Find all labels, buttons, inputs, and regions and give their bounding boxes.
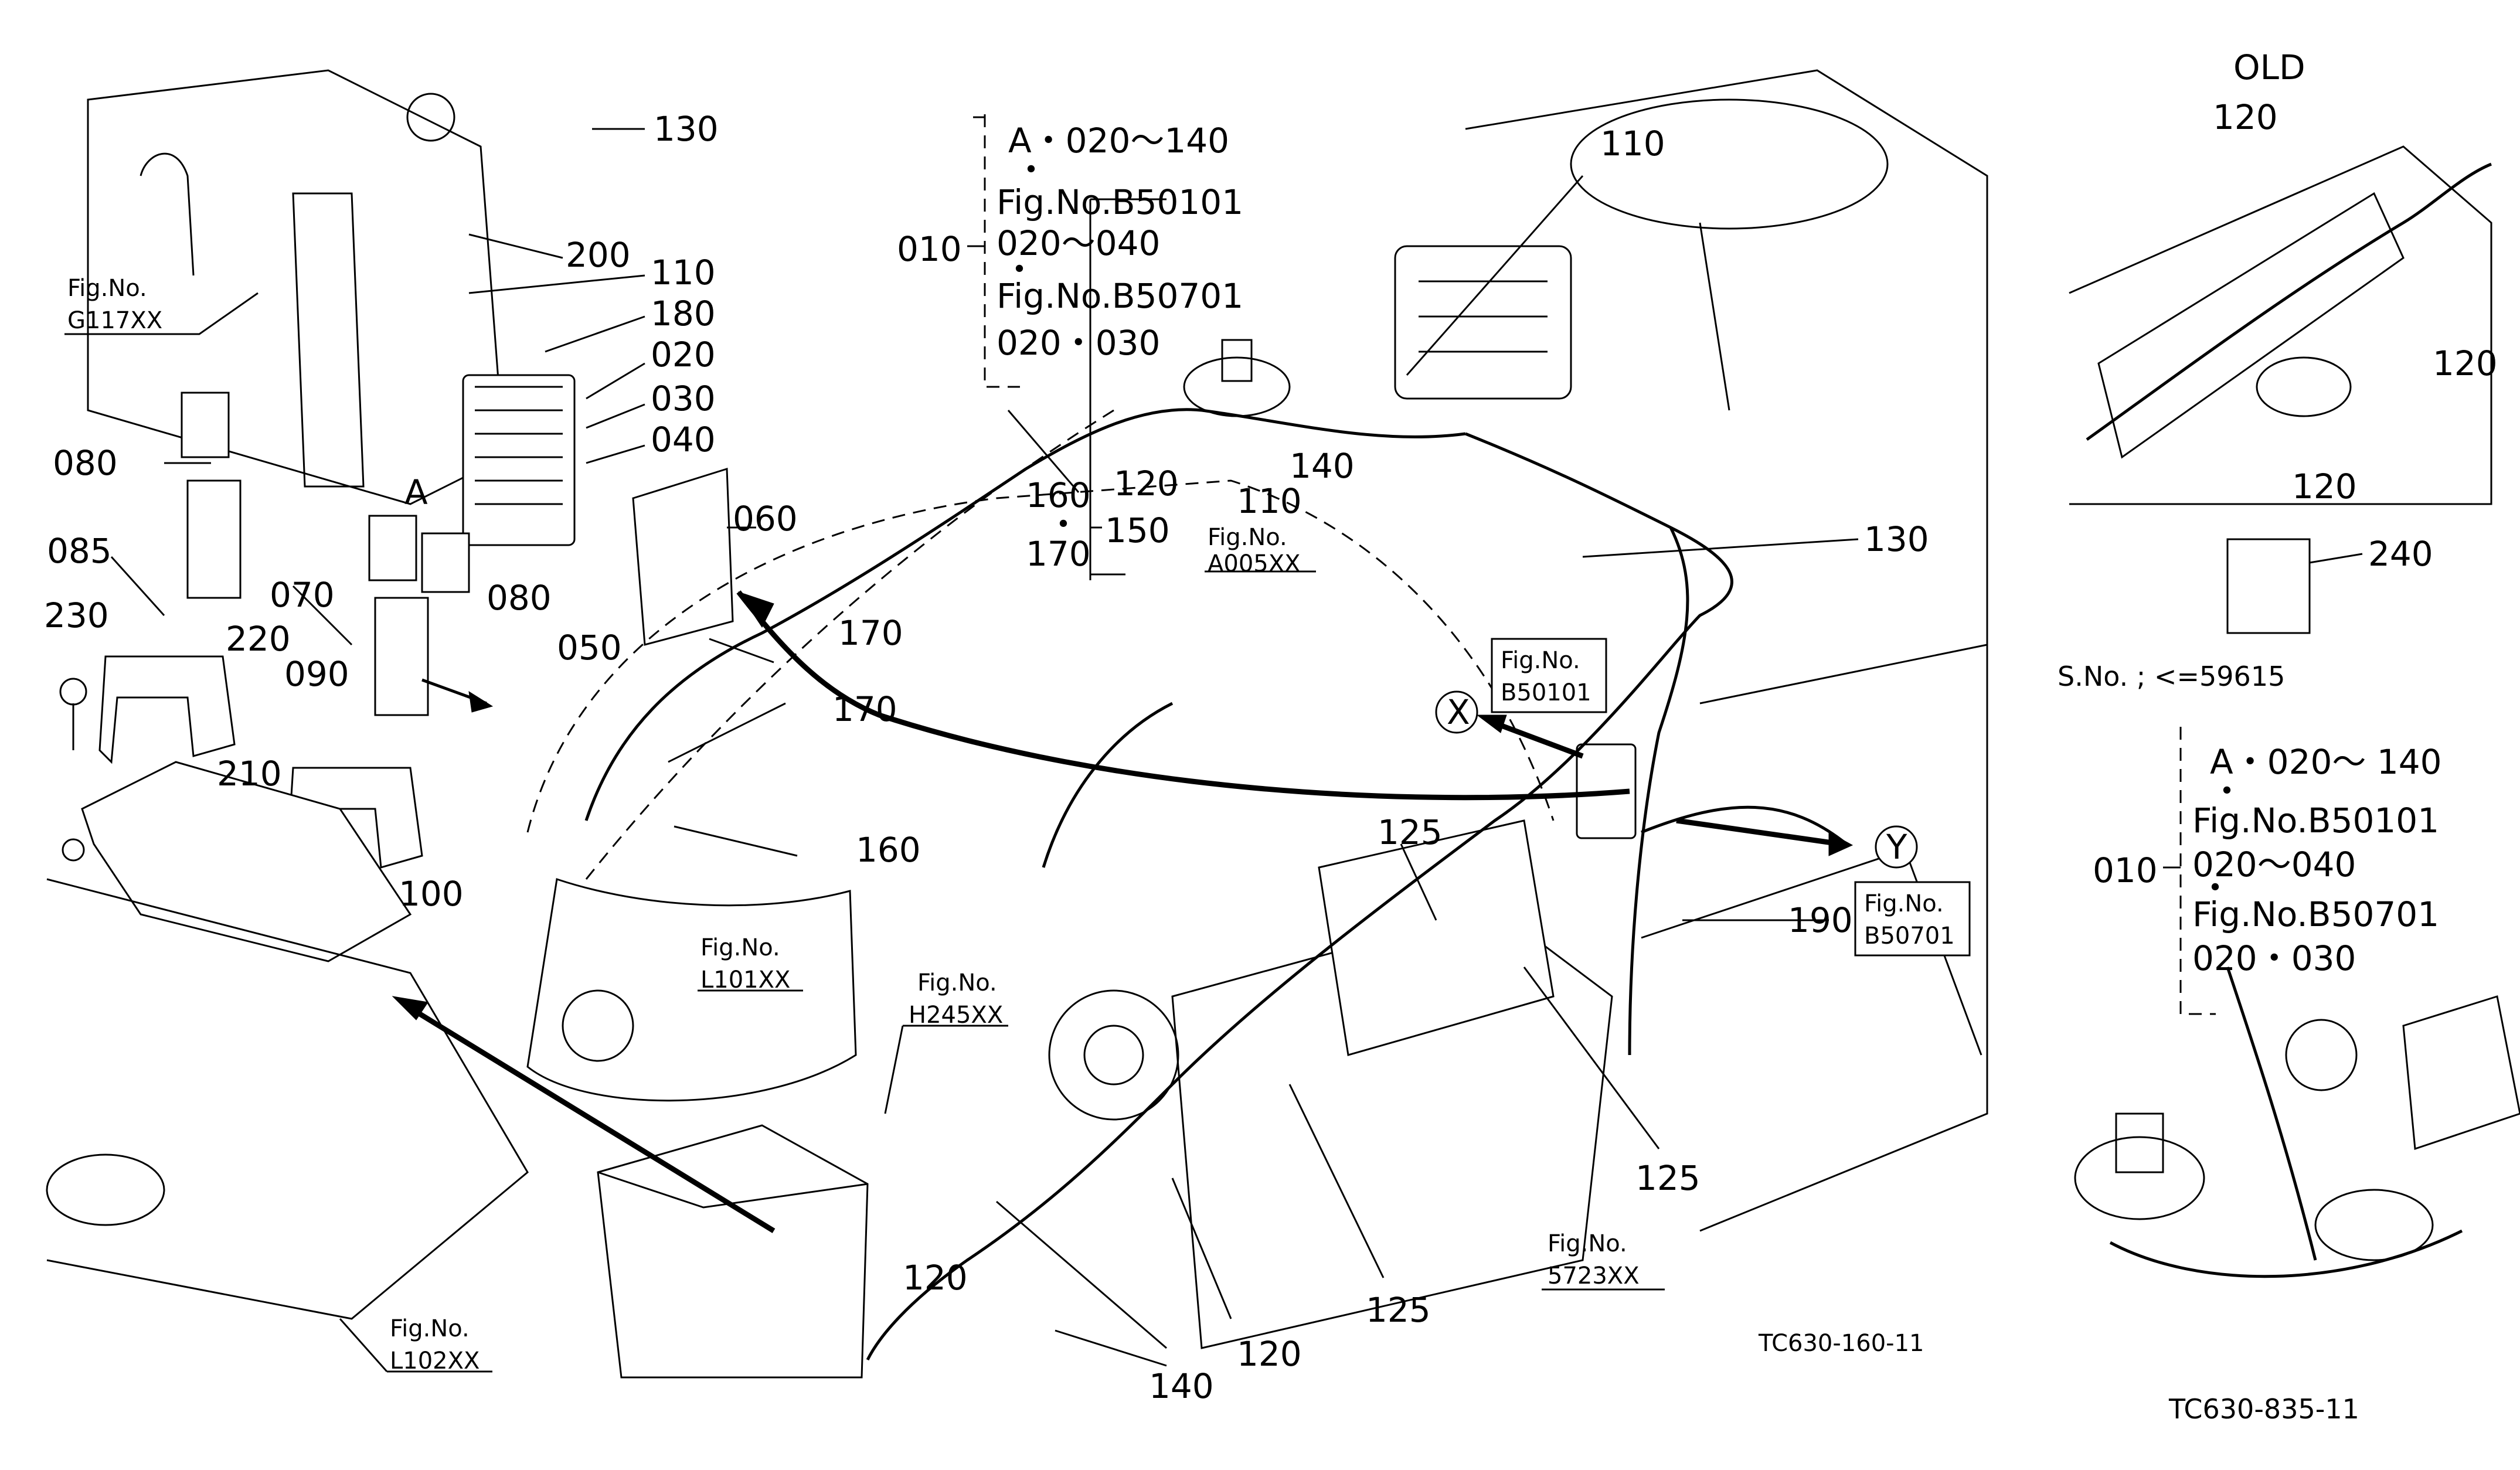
callout-070: 070 xyxy=(270,575,335,615)
side-illustration-lower xyxy=(2074,967,2520,1278)
callout-120b: 120 xyxy=(903,1258,968,1298)
side-bracket-line-2: Fig.No.B50101 xyxy=(2192,801,2439,841)
fig-g117-line2: G117XX xyxy=(67,307,162,334)
fig-b50701-line2: B50701 xyxy=(1864,923,1955,950)
group-150-bottom: 170 xyxy=(1026,534,1091,574)
callout-080b: 080 xyxy=(487,578,552,618)
bracket-dot-1: ・ xyxy=(1014,150,1048,190)
side-old-labels: OLD 120 120 120 240 S.No. ; <=59615 xyxy=(2058,47,2498,692)
callout-040: 040 xyxy=(651,420,716,460)
callout-120: 120 xyxy=(1114,464,1179,503)
callout-100: 100 xyxy=(399,874,464,914)
side-bracket-dot-1: ・ xyxy=(2210,771,2244,811)
callout-090: 090 xyxy=(284,654,349,694)
callout-150: 150 xyxy=(1105,511,1170,550)
fig-h245-line1: Fig.No. xyxy=(917,969,997,996)
bracket-dot-2: ・ xyxy=(1002,250,1036,290)
group-150: 160 ・ 170 150 xyxy=(1026,469,1170,580)
bracket-line-2: Fig.No.B50101 xyxy=(997,182,1243,222)
side-illustration-old xyxy=(2063,94,2520,634)
callout-200: 200 xyxy=(566,235,631,275)
callout-110c: 110 xyxy=(1600,124,1665,164)
callout-085: 085 xyxy=(47,531,112,571)
main-drawing-code: TC630-160-11 xyxy=(1758,1330,1924,1357)
callout-A: A xyxy=(404,472,428,512)
side-bracket-line-5: 020・030 xyxy=(2192,938,2356,978)
fig-b50101-line2: B50101 xyxy=(1501,679,1591,706)
side-bracket-line-1: A・020～ 140 xyxy=(2210,742,2442,782)
callout-125: 125 xyxy=(1378,812,1443,852)
old-callout-120c: 120 xyxy=(2292,467,2357,506)
bracket-line-3: 020～040 xyxy=(997,223,1160,263)
callout-140: 140 xyxy=(1290,446,1355,486)
callout-110b: 110 xyxy=(1237,481,1302,521)
old-callout-240: 240 xyxy=(2368,534,2433,574)
side-bracket-010: 010 A・020～ 140 ・ Fig.No.B50101 020～040 ・… xyxy=(2093,727,2442,1015)
callout-180: 180 xyxy=(651,294,716,334)
wiring-harness xyxy=(392,408,1854,1361)
callout-170b: 170 xyxy=(832,689,897,729)
fig-l101-line2: L101XX xyxy=(700,967,790,993)
fig-l101-line1: Fig.No. xyxy=(700,934,780,961)
side-drawing-code: TC630-835-11 xyxy=(2168,1393,2359,1425)
callout-120c: 120 xyxy=(1237,1334,1302,1374)
side-bracket-line-4: Fig.No.B50701 xyxy=(2192,894,2439,934)
callout-030: 030 xyxy=(651,379,716,418)
callout-210: 210 xyxy=(217,754,282,794)
callout-160: 160 xyxy=(856,830,921,870)
bracket-line-4: Fig.No.B50701 xyxy=(997,276,1243,316)
callout-130: 130 xyxy=(654,109,719,149)
fig-h245-line2: H245XX xyxy=(909,1002,1003,1029)
old-serial: S.No. ; <=59615 xyxy=(2058,661,2285,692)
callout-125c: 125 xyxy=(1366,1290,1431,1330)
callout-010: 010 xyxy=(897,229,962,269)
fig-a005-line1: Fig.No. xyxy=(1208,524,1287,551)
side-bracket-dot-2: ・ xyxy=(2198,868,2232,908)
fig-b50101-line1: Fig.No. xyxy=(1501,647,1580,674)
callout-110: 110 xyxy=(651,253,716,292)
callout-170: 170 xyxy=(838,613,903,653)
callout-125b: 125 xyxy=(1635,1158,1701,1198)
callout-060: 060 xyxy=(733,499,798,539)
fig-a005-line2: A005XX xyxy=(1208,550,1301,577)
fig-l102-line2: L102XX xyxy=(390,1348,479,1374)
ref-Y: Y xyxy=(1886,827,1907,867)
fig-g117-line1: Fig.No. xyxy=(67,275,147,302)
ref-circles: X Y xyxy=(1435,690,1918,869)
callout-050: 050 xyxy=(557,628,622,668)
main-illustration xyxy=(46,69,1988,1379)
bracket-line-5: 020・030 xyxy=(997,323,1160,363)
callout-140b: 140 xyxy=(1149,1366,1214,1406)
callout-230: 230 xyxy=(44,596,109,635)
callout-020: 020 xyxy=(651,335,716,375)
side-bracket-line-3: 020～040 xyxy=(2192,845,2356,884)
main-callouts: 130 200 110 180 020 030 040 060 080 085 … xyxy=(44,109,1929,1406)
callout-220: 220 xyxy=(226,619,291,659)
fig-b50701-line1: Fig.No. xyxy=(1864,890,1944,917)
side-callout-010: 010 xyxy=(2093,850,2158,890)
bracket-line-1: A・020～140 xyxy=(1008,121,1229,161)
callout-130b: 130 xyxy=(1864,519,1929,559)
callout-080: 080 xyxy=(53,443,118,483)
old-callout-120b: 120 xyxy=(2433,343,2498,383)
ref-X: X xyxy=(1447,692,1470,732)
fig-5723-line2: 5723XX xyxy=(1548,1263,1640,1289)
bracket-010: 010 A・020～140 ・ Fig.No.B50101 020～040 ・ … xyxy=(897,114,1243,388)
old-title: OLD xyxy=(2233,47,2305,87)
old-callout-120: 120 xyxy=(2213,97,2278,137)
callout-190: 190 xyxy=(1788,900,1853,940)
fig-5723-line1: Fig.No. xyxy=(1548,1230,1627,1257)
group-150-top: 160 xyxy=(1026,475,1091,515)
fig-refs: Fig.No. G117XX Fig.No. A005XX Fig.No. B5… xyxy=(64,275,1971,1374)
fig-l102-line1: Fig.No. xyxy=(390,1315,470,1342)
group-150-dot: ・ xyxy=(1046,505,1080,545)
